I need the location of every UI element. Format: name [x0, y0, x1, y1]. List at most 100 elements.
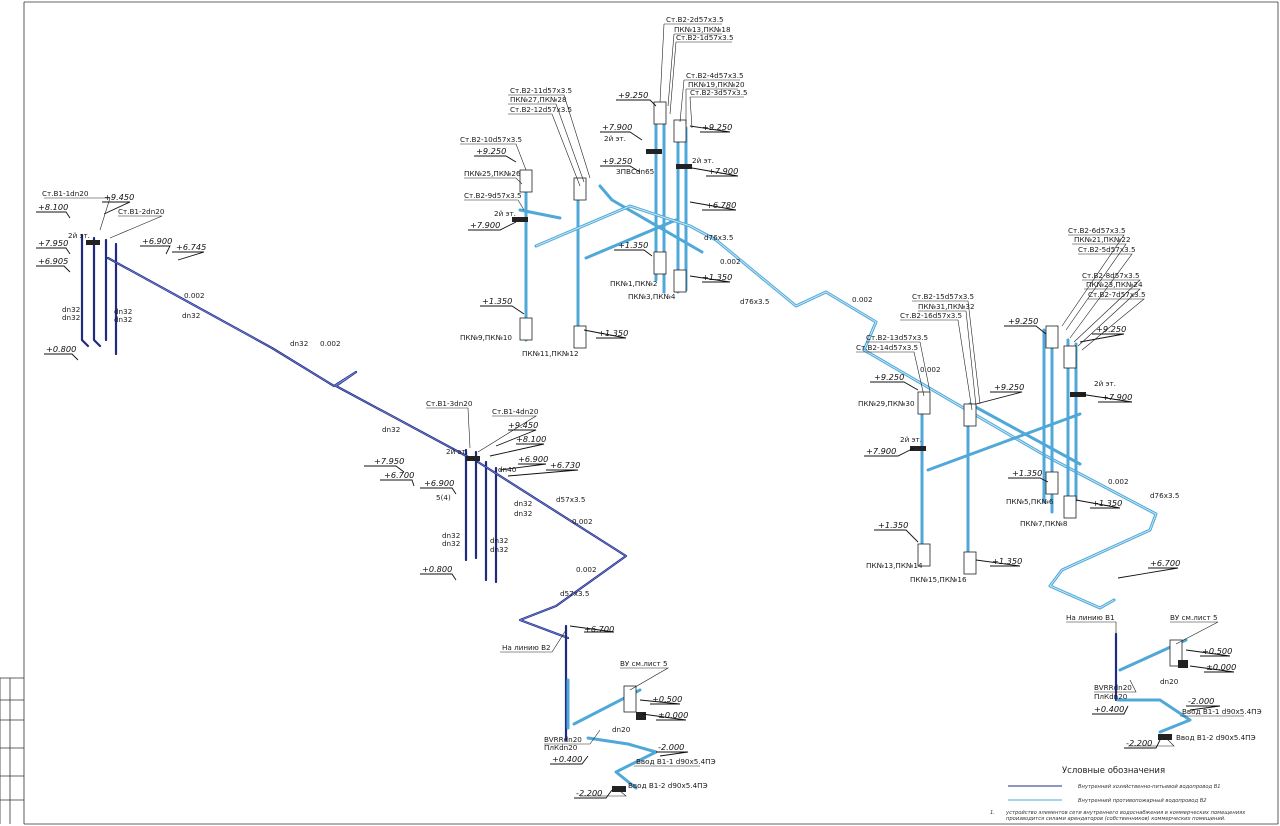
label-vvod2-a: Ввод В1-2 d90x5.4ПЭ [628, 781, 708, 790]
dn32-a5: dn32 [182, 311, 200, 320]
elev-m2000-b: -2.000 [1188, 696, 1214, 706]
dn32-b6: dn32 [490, 545, 508, 554]
note-line-2: производится силами арендаторов (собстве… [1006, 816, 1226, 822]
label-bvr-a: BVRRdn20 [544, 735, 582, 744]
elev-6900-b: +6.900 [518, 454, 548, 464]
elev-9450-a: +9.450 [104, 192, 134, 202]
elev-1350-b: +1.350 [702, 272, 732, 282]
slope-f: 0.002 [852, 295, 873, 304]
elev-7950-a: +7.950 [38, 238, 68, 248]
floor-label-b: 2й эт. [446, 447, 468, 456]
label-pk-7-8: ПК№7,ПК№8 [1020, 519, 1068, 528]
floor-label-e: 2й эт. [494, 209, 516, 218]
slope-d: 0.002 [576, 565, 597, 574]
elev-0500-b: +0.500 [1202, 646, 1232, 656]
dn32-a1: dn32 [62, 305, 80, 314]
s4-label: 5(4) [436, 493, 451, 502]
elev-0500-a: +0.500 [652, 694, 682, 704]
elev-8100-a: +8.100 [38, 202, 68, 212]
entry-right-labels: На линию В1 ВУ см.лист 5 +0.500 ±0.000 d… [1066, 613, 1262, 748]
label-na-b2: На линию В2 [502, 643, 551, 652]
elev-6730-b: +6.730 [550, 460, 580, 470]
label-st-b2-2: Ст.В2-2d57x3.5 [666, 15, 724, 24]
label-plk-b: ПлКdn20 [1094, 692, 1128, 701]
label-pk-25-26: ПК№25,ПК№26 [464, 169, 521, 178]
label-pk-9-10: ПК№9,ПК№10 [460, 333, 512, 342]
b1-pipe-network [80, 233, 1118, 742]
label-st-b2-11: Ст.В2-11d57x3.5 [510, 86, 572, 95]
dn20-a: dn20 [612, 725, 631, 734]
label-st-b2-4: Ст.В2-4d57x3.5 [686, 71, 744, 80]
floor-label-c: 2й эт. [604, 134, 626, 143]
elev-6700-d: +6.700 [1150, 558, 1180, 568]
elev-8100-b: +8.100 [516, 434, 546, 444]
elev-9450-b: +9.450 [508, 420, 538, 430]
label-pk-23-24: ПК№23,ПК№24 [1086, 280, 1143, 289]
elev-1350-f: +1.350 [1092, 498, 1122, 508]
elev-6745-a: +6.745 [176, 242, 206, 252]
b2-pipe-network [518, 108, 1192, 790]
elev-1350-h: +1.350 [992, 556, 1022, 566]
dn32-a3: dn32 [114, 307, 132, 316]
elev-0000-b: ±0.000 [1206, 662, 1236, 672]
label-st-b2-1: Ст.В2-1d57x3.5 [676, 33, 734, 42]
d57-label-b: d57x3.5 [560, 589, 589, 598]
label-vu-a: ВУ см.лист 5 [620, 659, 668, 668]
elev-1350-a: +1.350 [618, 240, 648, 250]
elev-m2200-a: -2.200 [576, 788, 602, 798]
elev-6700-c: +6.700 [584, 624, 614, 634]
label-zp: ЗПВСdn65 [616, 167, 654, 176]
label-vvod2-b: Ввод В1-2 d90x5.4ПЭ [1176, 733, 1256, 742]
note-line-1: устройство элементов сети внутреннего во… [1005, 810, 1246, 816]
label-pk-21-22: ПК№21,ПК№22 [1074, 235, 1131, 244]
slope-h: 0.002 [1108, 477, 1129, 486]
elev-9250-d: +9.250 [602, 156, 632, 166]
elev-7950-b: +7.950 [374, 456, 404, 466]
elev-6905-a: +6.905 [38, 256, 68, 266]
dn32-b4: dn32 [442, 539, 460, 548]
slope-b: 0.002 [320, 339, 341, 348]
label-st-b2-5: Ст.В2-5d57x3.5 [1078, 245, 1136, 254]
label-st-b2-7: Ст.В2-7d57x3.5 [1088, 290, 1146, 299]
floor-label-a: 2й эт. [68, 231, 90, 240]
b1-left-labels: Ст.В1-1dn20 Ст.В1-2dn20 +9.450 +8.100 2й… [38, 189, 400, 434]
d76-label-a: d76x3.5 [704, 233, 733, 242]
elev-9250-c: +9.250 [476, 146, 506, 156]
elev-6900-a: +6.900 [142, 236, 172, 246]
label-pk-13-18: ПК№13,ПК№18 [674, 25, 731, 34]
elev-6900-c: +6.900 [424, 478, 454, 488]
label-pk-13-14: ПК№13,ПК№14 [866, 561, 923, 570]
slope-c: 0.002 [572, 517, 593, 526]
elev-m2000-a: -2.000 [658, 742, 684, 752]
label-vvod1-a: Ввод В1-1 d90x5.4ПЭ [636, 757, 716, 766]
label-st-b2-6: Ст.В2-6d57x3.5 [1068, 226, 1126, 235]
elev-9250-h: +9.250 [994, 382, 1024, 392]
label-st-b2-15: Ст.В2-15d57x3.5 [912, 292, 974, 301]
label-pk-19-20: ПК№19,ПК№20 [688, 80, 745, 89]
elev-0400-b: +0.400 [1094, 704, 1124, 714]
dn20-b: dn20 [1160, 677, 1179, 686]
legend: Условные обозначения Внутренний хозяйств… [990, 766, 1246, 822]
elev-7900-a: +7.900 [602, 122, 632, 132]
label-st-b2-9: Ст.В2-9d57x3.5 [464, 191, 522, 200]
slope-a: 0.002 [184, 291, 205, 300]
label-pk-3-4: ПК№3,ПК№4 [628, 292, 676, 301]
b2-right-labels: Ст.В2-6d57x3.5 ПК№21,ПК№22 Ст.В2-5d57x3.… [856, 226, 1180, 584]
dn32-b1: dn32 [514, 499, 532, 508]
dn32-a7: dn32 [382, 425, 400, 434]
dn32-a2: dn32 [62, 313, 80, 322]
label-st-b1-3: Ст.В1-3dn20 [426, 399, 473, 408]
elev-0800-a: +0.800 [46, 344, 76, 354]
label-pk-29-30: ПК№29,ПК№30 [858, 399, 915, 408]
label-pk-15-16: ПК№15,ПК№16 [910, 575, 967, 584]
label-pk-1-2: ПК№1,ПК№2 [610, 279, 657, 288]
elev-9250-f: +9.250 [1096, 324, 1126, 334]
label-pk-11-12: ПК№11,ПК№12 [522, 349, 579, 358]
entry-center-labels: +6.700 На линию В2 ВУ см.лист 5 +0.500 ±… [502, 624, 716, 798]
d76-label-c: d76x3.5 [1150, 491, 1179, 500]
elev-1350-c: +1.350 [482, 296, 512, 306]
label-st-b2-13: Ст.В2-13d57x3.5 [866, 333, 928, 342]
elev-0000-a: ±0.000 [658, 710, 688, 720]
dn32-a4: dn32 [114, 315, 132, 324]
